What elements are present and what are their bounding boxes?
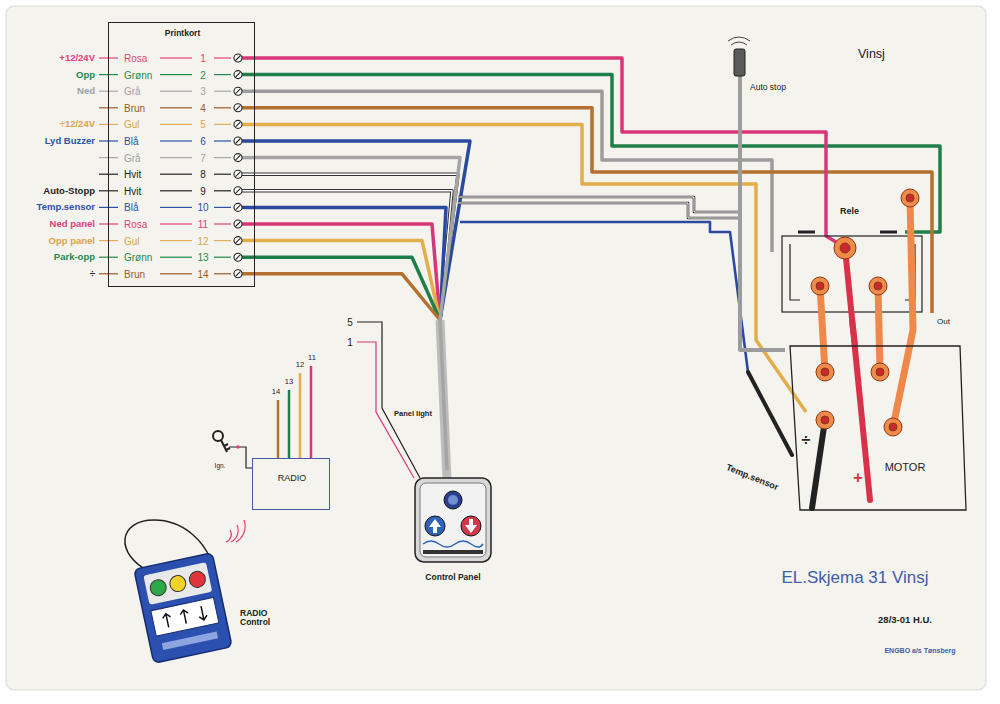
wire-number: 12 [296,361,304,369]
auto-stop-sensor: Auto stop [726,34,818,100]
radio-remote-outline [110,518,310,668]
wire-colour: Gul [124,235,140,246]
wire-number: 1 [347,337,353,348]
wire-connector [852,320,855,345]
terminal-number: 9 [200,185,206,196]
terminal-number: 3 [200,86,206,97]
wire-colour: Gul [124,119,140,130]
wire-colour: Hvit [124,185,141,196]
polarity-sign: + [853,469,863,488]
board-heading: Printkort [165,29,200,38]
winch-motor-outline [785,345,970,515]
wire-function: Ned panel [50,219,95,229]
terminal-number: 2 [200,69,206,80]
polarity-sign: ÷ [802,431,811,449]
wire-colour: Blå [124,202,138,213]
relay: Rele [760,205,940,320]
wire-number: 13 [285,378,293,386]
auto-stop-sensor-symbol [728,37,750,76]
wire-function: Opp [76,69,95,79]
terminal-number: 13 [197,252,208,263]
wire-function: ÷ [90,269,95,279]
panel-label: Control Panel [425,573,480,582]
terminal-number: 14 [197,268,208,279]
wire-function: Lyd Buzzer [45,136,95,146]
wire-colour: Hvit [124,169,141,180]
wire-function: Ned [77,86,95,96]
wire-function: Temp.sensor [37,202,95,212]
wire-connector [740,100,785,350]
wire-label: Temp.sensor [724,463,779,493]
wire-function: ÷12/24V [60,119,95,129]
wire-label: Out [937,318,950,327]
company-name: ENGBO a/s Tønsberg [884,647,955,655]
date-stamp: 28/3-01 H.U. [878,615,932,625]
wire-colour: Brun [124,102,145,113]
key-label: Ign. [215,462,226,469]
wire-function: Park-opp [54,252,95,262]
terminal-number: 5 [200,119,206,130]
wire-colour: Rosa [124,53,147,64]
wire-connector [255,158,460,470]
terminal-number: 7 [200,152,206,163]
motor-label: MOTOR [885,461,926,473]
wire-function: Opp panel [49,235,95,245]
radio-receiver: RADIO [252,458,330,510]
wire-colour: Grønn [124,252,152,263]
wire-colour: Grønn [124,69,152,80]
receiver-label: RADIO [278,474,307,484]
wire-colour: Brun [124,268,145,279]
wire-number: 11 [308,354,316,362]
relay-label: Rele [840,207,859,217]
wire-number: 14 [272,388,280,396]
wire-colour: Grå [124,86,141,97]
wire-label: Panel light [394,410,432,418]
winch-motor: ÷ + MOTOR [785,345,970,515]
terminal-number: 1 [200,53,206,64]
diagram-title: Vinsj [858,48,885,62]
terminal-number: 11 [198,219,208,230]
drawing-title: EL.Skjema 31 Vinsj [781,569,928,588]
wire-function: +12/24V [59,53,95,63]
wire-number: 5 [347,317,353,328]
wire-colour: Rosa [124,219,147,230]
terminal-number: 12 [197,235,208,246]
terminal-number: 6 [200,136,206,147]
radio-remote: RADIO Control [110,518,310,668]
wire-function: Auto-Stopp [43,186,95,196]
control-panel: Control Panel [405,470,505,590]
terminal-number: 10 [197,202,208,213]
terminal-number: 8 [200,169,206,180]
control-panel-outline [405,470,505,590]
wire-colour: Grå [124,152,141,163]
remote-label: RADIO Control [240,609,288,628]
wire-colour: Blå [124,136,138,147]
terminal-number: 4 [200,102,206,113]
sensor-label: Auto stop [750,83,786,92]
